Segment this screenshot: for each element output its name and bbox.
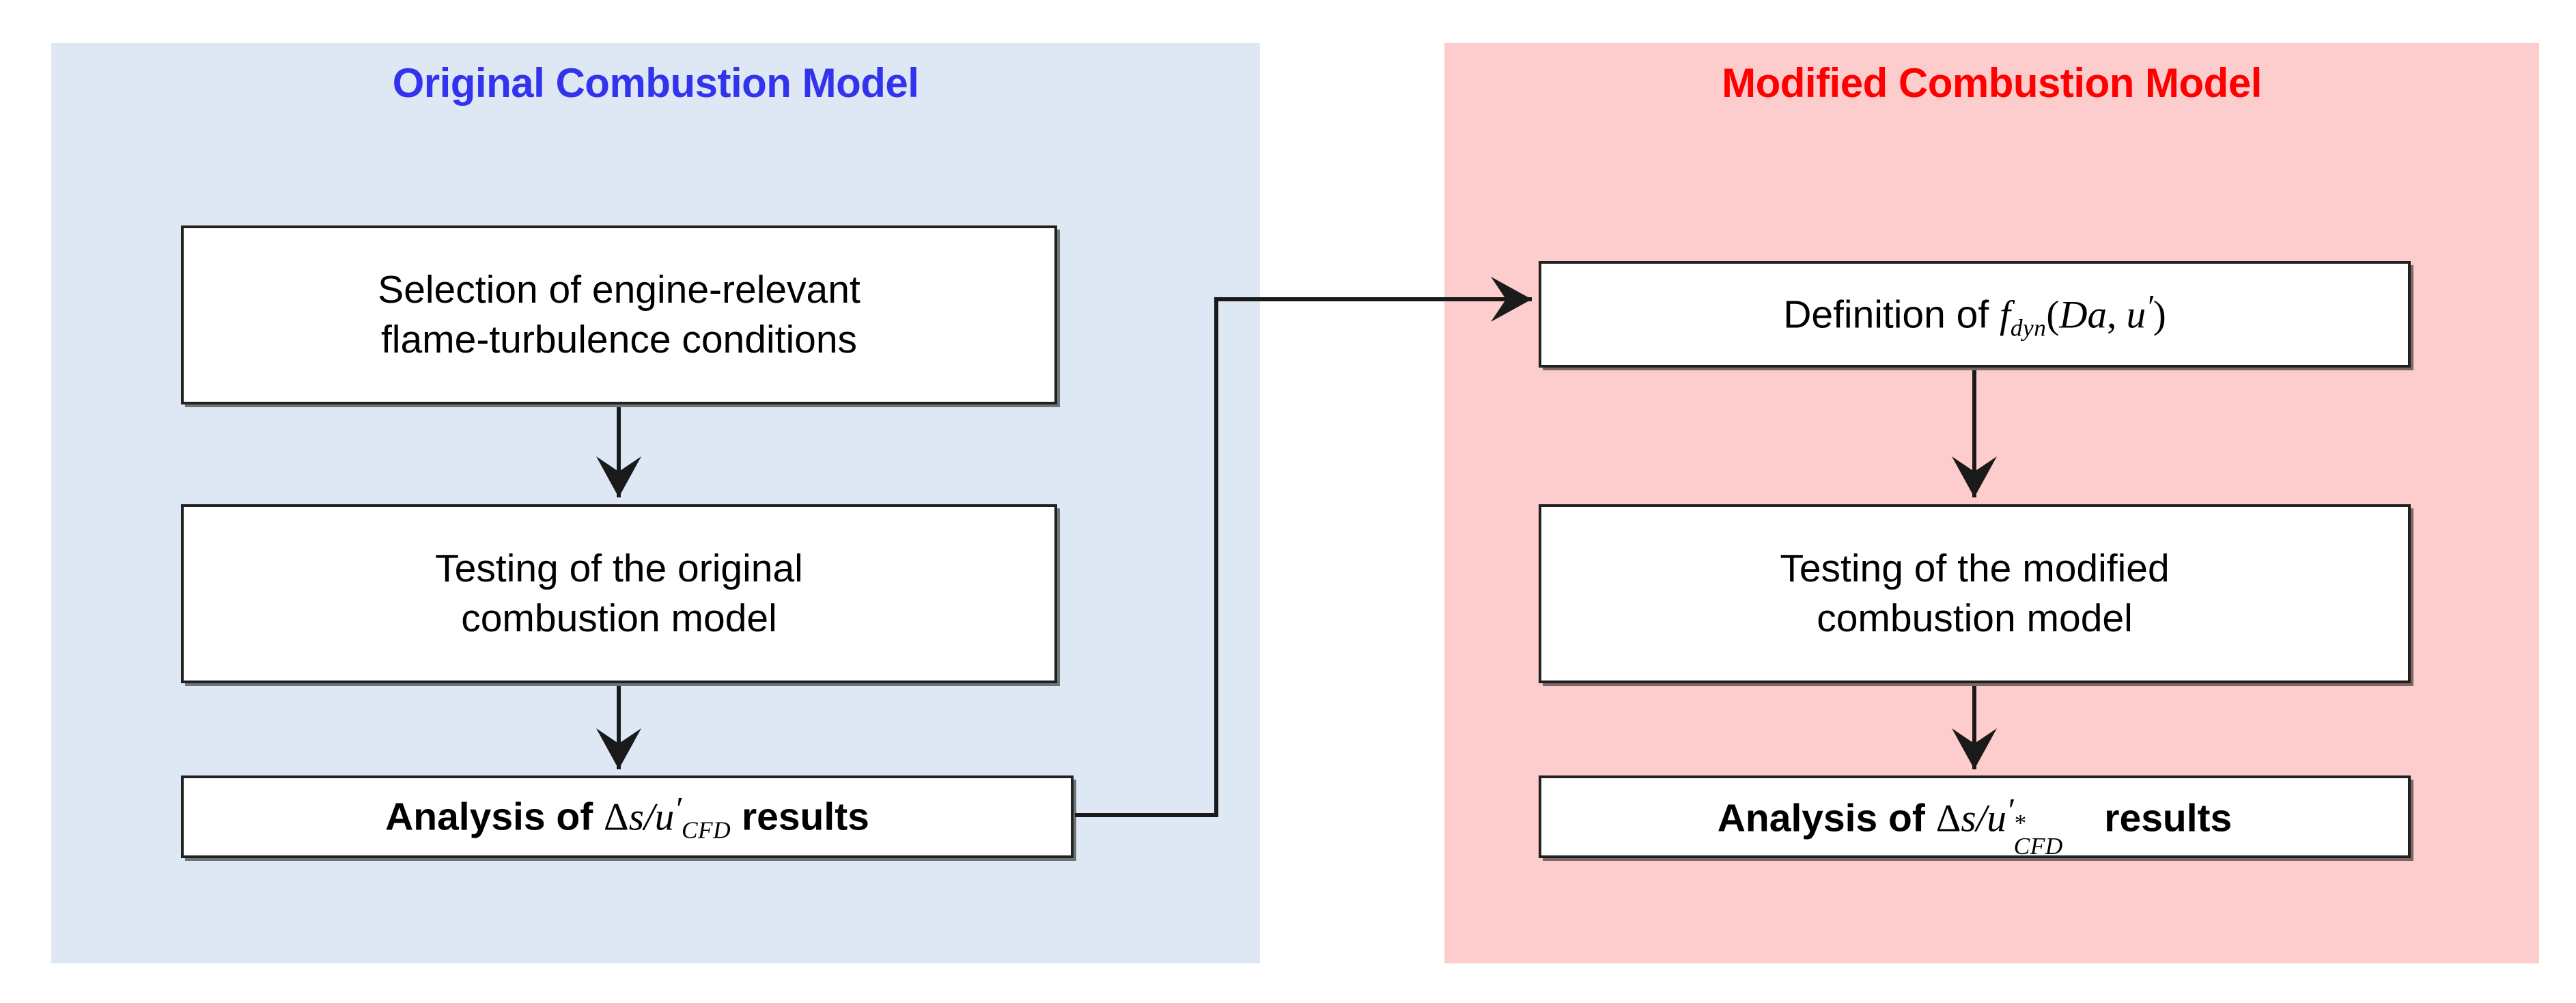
analysis-modified-subscript: CFD — [2013, 833, 2063, 860]
analysis-original-suffix: results — [731, 795, 869, 839]
analysis-modified-slash: / — [1976, 797, 1987, 840]
analysis-original-u: u — [654, 795, 675, 839]
node-testing-modified-line2: combustion model — [1817, 596, 2133, 640]
definition-Da: Da — [2059, 293, 2108, 337]
definition-comma: , — [2107, 293, 2127, 337]
node-analysis-original-text: Analysis of Δs/u′CFD results — [193, 788, 1061, 846]
analysis-modified-prefix: Analysis of — [1717, 796, 1936, 840]
definition-f: f — [2000, 293, 2011, 337]
node-testing-modified-model[interactable]: Testing of the modified combustion model — [1539, 504, 2411, 683]
node-analysis-modified-results[interactable]: Analysis of Δs/u′*CFD results — [1539, 775, 2411, 860]
node-testing-original-line1: Testing of the original — [435, 547, 803, 591]
node-definition-text: Definition of fdyn(Da, u′) — [1551, 286, 2398, 344]
definition-close-paren: ) — [2153, 293, 2166, 337]
definition-subscript: dyn — [2010, 314, 2047, 342]
analysis-modified-prime: ′ — [2006, 791, 2014, 829]
analysis-original-slash: / — [643, 795, 655, 839]
node-analysis-modified-text: Analysis of Δs/u′*CFD results — [1551, 789, 2398, 860]
node-selection-line1: Selection of engine-relevant — [378, 268, 860, 312]
panel-modified-title: Modified Combustion Model — [1722, 60, 2262, 106]
analysis-modified-u: u — [1987, 797, 2006, 840]
node-analysis-original-results[interactable]: Analysis of Δs/u′CFD results — [181, 775, 1074, 858]
definition-prefix: Definition of — [1783, 292, 2000, 337]
analysis-original-prefix: Analysis of — [385, 795, 604, 839]
definition-u: u — [2126, 293, 2146, 337]
analysis-modified-delta: Δ — [1935, 797, 1961, 840]
analysis-original-prime: ′ — [674, 790, 682, 828]
definition-prime: ′ — [2146, 287, 2153, 325]
analysis-modified-star: * — [2014, 810, 2027, 837]
node-testing-original-model[interactable]: Testing of the original combustion model — [181, 504, 1057, 683]
node-selection-line2: flame-turbulence conditions — [380, 318, 858, 361]
panel-original-title: Original Combustion Model — [392, 60, 919, 106]
node-definition-of-fdyn[interactable]: Definition of fdyn(Da, u′) — [1539, 261, 2411, 368]
analysis-modified-s: s — [1961, 797, 1976, 840]
node-testing-modified-line1: Testing of the modified — [1780, 547, 2170, 591]
analysis-modified-suffix: results — [2093, 796, 2232, 840]
node-selection-of-conditions[interactable]: Selection of engine-relevant flame-turbu… — [181, 225, 1057, 404]
analysis-original-subscript: CFD — [681, 816, 731, 844]
analysis-original-delta: Δ — [604, 795, 629, 839]
node-testing-original-line2: combustion model — [461, 596, 777, 640]
analysis-original-s: s — [628, 795, 644, 839]
definition-open-paren: ( — [2046, 293, 2060, 337]
